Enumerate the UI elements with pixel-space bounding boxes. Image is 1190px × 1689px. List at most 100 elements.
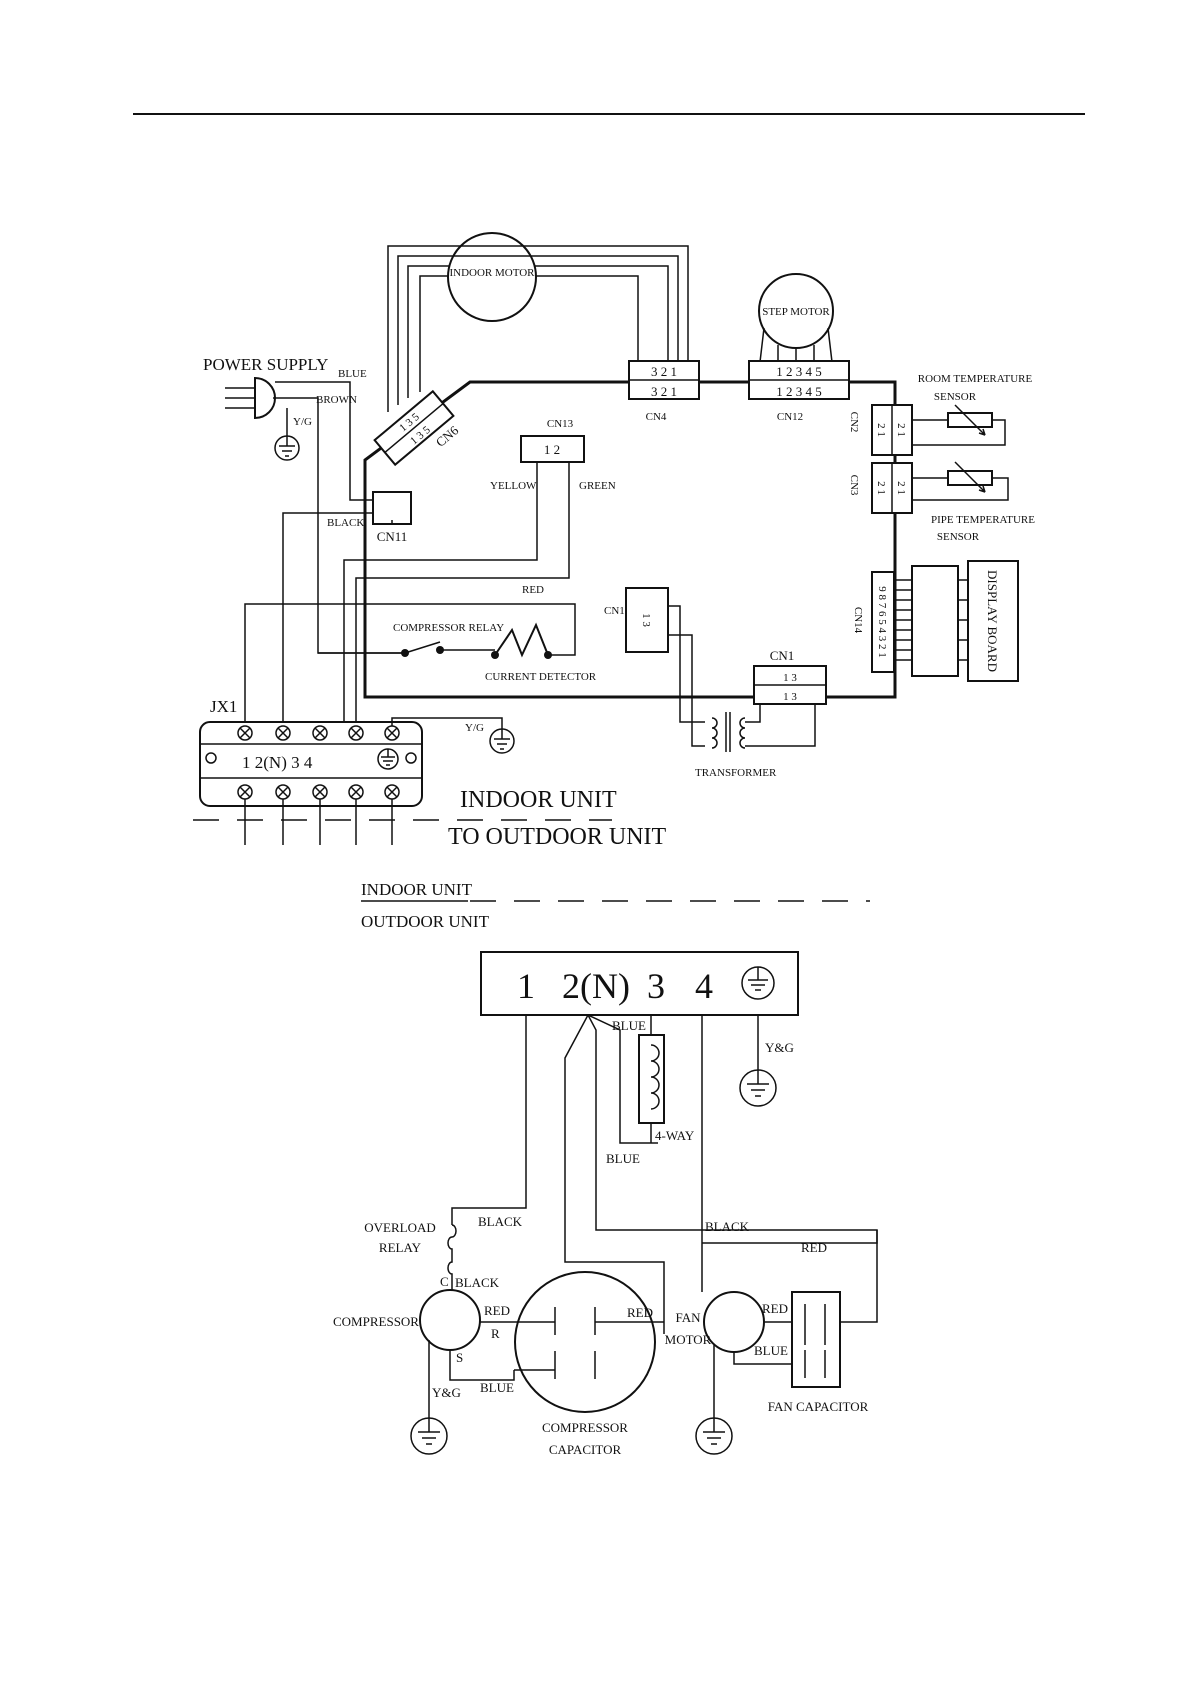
compressor-capacitor — [514, 1271, 656, 1413]
overload-relay-label-2: RELAY — [379, 1240, 422, 1255]
cn13-connector — [520, 435, 585, 463]
cn12-pins-bottom: 1 2 3 4 5 — [776, 384, 822, 399]
cn1-pins-top: 1 3 — [783, 672, 797, 684]
power-supply-label: POWER SUPPLY — [203, 355, 328, 374]
wire-blue — [275, 381, 372, 501]
cn11-label: CN11 — [377, 529, 408, 544]
wire-label-blue-bottom: BLUE — [606, 1151, 640, 1166]
wire-blue-compressor — [449, 1350, 515, 1381]
ground-icon-plug — [274, 435, 300, 461]
fan-capacitor — [791, 1291, 841, 1388]
jx1-ground-symbol — [377, 748, 399, 770]
room-sensor-arrow-icon — [954, 404, 986, 436]
outdoor-indoor-unit-label: INDOOR UNIT — [361, 880, 473, 899]
wire-label-blue-top: BLUE — [612, 1018, 646, 1033]
outdoor-terminal-4: 4 — [695, 966, 713, 1006]
wire-black — [282, 512, 393, 731]
cn1-pins-bottom: 1 3 — [783, 691, 797, 703]
cn4-pins-top: 3 2 1 — [651, 364, 677, 379]
wire-yellow — [343, 462, 538, 731]
cn3-pins-right: 2 1 — [895, 481, 907, 495]
jx1-yg-label: Y/G — [465, 722, 484, 734]
display-board-label: DISPLAY BOARD — [985, 570, 1000, 672]
cn14-label: CN14 — [852, 607, 864, 634]
outdoor-yg-label: Y&G — [765, 1040, 794, 1055]
wire-label-brown: BROWN — [316, 394, 357, 406]
plug-prongs — [225, 387, 255, 409]
wire-label-blue-fan: BLUE — [754, 1343, 788, 1358]
room-sensor-wires — [912, 419, 1006, 446]
wire-label-yellow: YELLOW — [490, 480, 537, 492]
transformer-to-cn1 — [745, 702, 816, 747]
indoor-motor — [447, 232, 537, 322]
ground-icon-fan — [695, 1417, 733, 1455]
wire-blue-4way — [587, 1014, 658, 1144]
wire-blue-fan — [733, 1352, 805, 1365]
pipe-sensor-wires — [912, 477, 1009, 501]
jx1-terminal-numbers: 1 2(N) 3 4 — [242, 753, 313, 772]
compressor-relay-label: COMPRESSOR RELAY — [393, 622, 504, 634]
step-motor-wires — [759, 327, 833, 363]
wire-red — [244, 603, 576, 731]
compressor-pin-s: S — [456, 1350, 463, 1365]
indoor-motor-label: INDOOR MOTOR — [449, 267, 535, 279]
current-detector-label: CURRENT DETECTOR — [485, 671, 597, 683]
compressor-label: COMPRESSOR — [333, 1314, 419, 1329]
wire-black-terminal1 — [451, 1015, 527, 1225]
transformer — [711, 712, 746, 752]
motor-wire-5 — [534, 265, 669, 362]
wire-label-red: RED — [522, 584, 544, 596]
cn15-label: CN15 — [604, 605, 631, 617]
jx1-terminal-block — [199, 721, 423, 807]
cn14-ribbon — [894, 565, 968, 677]
jx1-outgoing-wires — [244, 799, 393, 845]
wire-neutral — [564, 1014, 878, 1334]
overload-relay-icon — [447, 1224, 457, 1290]
motor-wire-1 — [387, 245, 689, 412]
to-outdoor-unit-label: TO OUTDOOR UNIT — [448, 824, 667, 850]
compressor-pin-r: R — [491, 1326, 500, 1341]
cn2-pins-left: 2 1 — [875, 423, 887, 437]
compressor-capacitor-plates — [554, 1307, 596, 1379]
compressor-capacitor-label-1: COMPRESSOR — [542, 1420, 628, 1435]
room-sensor-label-2: SENSOR — [934, 391, 977, 403]
fan-motor-label-2: MOTOR — [665, 1332, 712, 1347]
wire-label-black-1: BLACK — [478, 1214, 523, 1229]
pipe-sensor-label-2: SENSOR — [937, 531, 980, 543]
wire-label-black-3: BLACK — [705, 1219, 750, 1234]
compressor-relay-switch — [318, 641, 495, 654]
cn2-label: CN2 — [848, 412, 860, 433]
cn12-label: CN12 — [777, 411, 803, 423]
cn3-pins-left: 2 1 — [875, 481, 887, 495]
wire-label-black: BLACK — [327, 517, 364, 529]
outdoor-terminal-1: 1 — [517, 966, 535, 1006]
jx1-label: JX1 — [210, 697, 237, 716]
wire-green — [355, 462, 570, 731]
fan-capacitor-label: FAN CAPACITOR — [768, 1399, 869, 1414]
current-detector — [494, 622, 549, 658]
wire-label-blue: BLUE — [338, 368, 367, 380]
cn4-pins-bottom: 3 2 1 — [651, 384, 677, 399]
pipe-sensor-arrow-icon — [954, 461, 986, 493]
cn11-connector — [372, 491, 412, 525]
motor-wire-3 — [407, 265, 450, 398]
cn13-label: CN13 — [547, 418, 574, 430]
wire-label-blue-compressor: BLUE — [480, 1380, 514, 1395]
room-sensor-label-1: ROOM TEMPERATURE — [918, 373, 1033, 385]
indoor-wiring-diagram: INDOOR MOTOR 1 3 5 1 3 5 CN6 3 2 1 3 2 1… — [193, 232, 1035, 850]
jx1-yg-wire — [391, 717, 503, 730]
wire-label-black-c: BLACK — [455, 1275, 500, 1290]
wire-label-red-capacitor: RED — [627, 1305, 653, 1320]
display-board — [967, 560, 1019, 682]
cn3-label: CN3 — [848, 475, 860, 496]
compressor-pin-c: C — [440, 1274, 449, 1289]
four-way-coil-icon — [650, 1044, 660, 1110]
fan-motor-label-1: FAN — [675, 1310, 701, 1325]
step-motor-label: STEP MOTOR — [762, 306, 830, 318]
outdoor-outdoor-unit-label: OUTDOOR UNIT — [361, 912, 490, 931]
outdoor-terminal-3: 3 — [647, 966, 665, 1006]
indoor-unit-label: INDOOR UNIT — [460, 787, 617, 813]
motor-wire-6 — [535, 275, 639, 362]
